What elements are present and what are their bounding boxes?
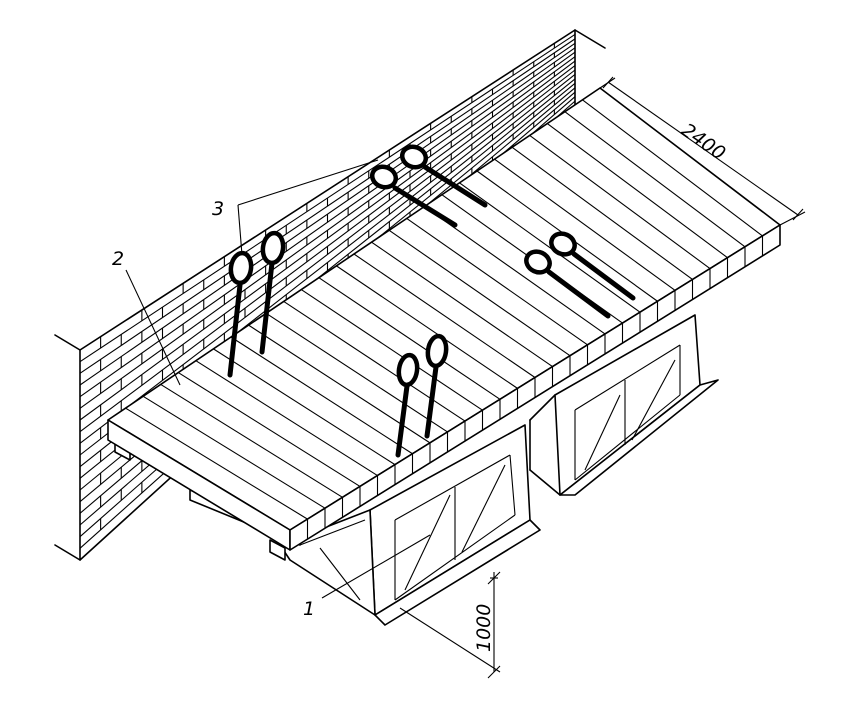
plank-seam: [406, 217, 588, 346]
callout-leaders: [125, 159, 431, 599]
plank-seam: [142, 395, 326, 509]
support-frame-right: [529, 314, 719, 496]
leader-line-2: [125, 269, 181, 386]
wall-top-edge: [574, 29, 606, 49]
frame-left-foot: [374, 519, 541, 626]
ring-icon: [369, 164, 399, 190]
plank-seam: [300, 289, 483, 411]
plank-seam: [494, 158, 676, 291]
brick-course-line: [79, 33, 576, 363]
callout-label-3: 3: [212, 198, 224, 220]
frame-right-edge: [529, 469, 561, 496]
frame-left-end-rail: [299, 519, 366, 546]
callout-label-1: 1: [303, 598, 315, 620]
frame-right-foot: [559, 379, 719, 496]
plank-seam: [195, 360, 378, 477]
plank-seam: [582, 99, 763, 237]
frame-right-rail: [574, 344, 681, 411]
frame-left-end-brace: [319, 547, 361, 601]
deck-joist-end: [269, 539, 286, 561]
plank-seam: [423, 206, 606, 335]
lifting-loop: [524, 249, 611, 319]
plank-seam: [459, 182, 641, 313]
frame-right-brace: [631, 359, 676, 441]
lifting-loops: [227, 144, 636, 458]
frame-right-rail-low: [574, 394, 681, 481]
lifting-loop: [549, 231, 636, 301]
frame-left-brace: [404, 494, 451, 591]
plank-seam: [213, 348, 396, 466]
lifting-loop: [259, 230, 286, 355]
plank-seam: [336, 265, 518, 389]
plank-seam: [371, 241, 553, 368]
ring-icon: [228, 250, 254, 286]
plank-seam: [529, 134, 711, 270]
leader-line-3: [237, 159, 379, 206]
frame-left-rail: [394, 454, 511, 521]
plank-seam: [564, 111, 746, 248]
plank-seam: [283, 300, 466, 422]
leader-line-1: [321, 534, 431, 599]
ring-icon: [399, 144, 429, 170]
plank-seam: [546, 123, 728, 259]
dimension-label-height: 1000: [473, 604, 495, 652]
ring-icon: [425, 333, 449, 369]
plank-seam: [388, 229, 571, 357]
dimension-1000: [399, 571, 501, 679]
frame-right-edge: [529, 394, 556, 421]
plank-seam: [125, 407, 308, 520]
plank-seam: [230, 336, 413, 455]
ring-icon: [549, 231, 577, 257]
frame-left-post: [509, 454, 516, 516]
dimension-2400: [599, 76, 806, 226]
lifting-loop: [227, 250, 254, 378]
plank-seam: [353, 253, 536, 378]
lifting-loop: [369, 164, 458, 228]
leader-line-3: [237, 204, 243, 256]
wall-end-edge: [54, 334, 81, 351]
plank-seam: [511, 146, 693, 280]
frame-right-brace: [584, 394, 621, 471]
wall-base-edge: [54, 544, 81, 561]
lifting-loop: [424, 333, 449, 439]
lifting-loop: [395, 352, 420, 458]
lifting-loop: [399, 144, 488, 208]
plank-seam: [160, 383, 343, 498]
ring-icon: [524, 249, 552, 275]
callout-label-2: 2: [112, 248, 124, 270]
plank-seam: [318, 277, 501, 400]
frame-left-brace: [461, 464, 506, 553]
ring-icon: [396, 352, 420, 388]
plank-seam: [265, 312, 448, 433]
ring-icon: [260, 230, 286, 266]
plank-seam: [177, 372, 361, 487]
